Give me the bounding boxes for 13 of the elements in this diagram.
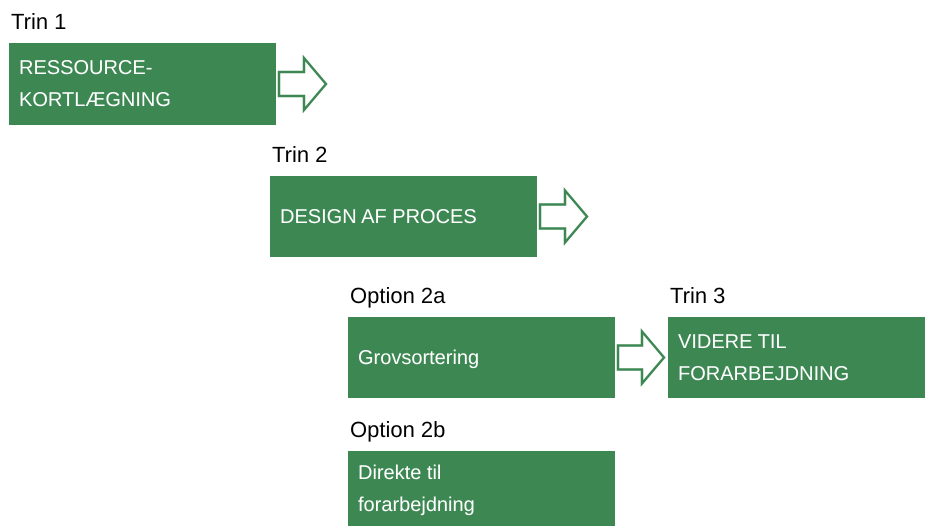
- block-arrow: [616, 328, 666, 387]
- process-box: DESIGN AF PROCES: [270, 176, 537, 257]
- step-heading: Trin 1: [11, 8, 66, 36]
- process-box: Grovsortering: [348, 317, 615, 398]
- step-heading: Option 2a: [350, 282, 446, 310]
- block-arrow: [278, 54, 328, 114]
- step-heading: Trin 3: [670, 282, 726, 310]
- process-box: Direkte til forarbejdning: [348, 451, 615, 526]
- step-heading: Option 2b: [350, 416, 446, 444]
- step-heading: Trin 2: [272, 141, 328, 169]
- process-box: VIDERE TIL FORARBEJDNING: [668, 317, 925, 398]
- process-box: RESSOURCE- KORTLÆGNING: [9, 43, 276, 125]
- block-arrow: [538, 187, 589, 246]
